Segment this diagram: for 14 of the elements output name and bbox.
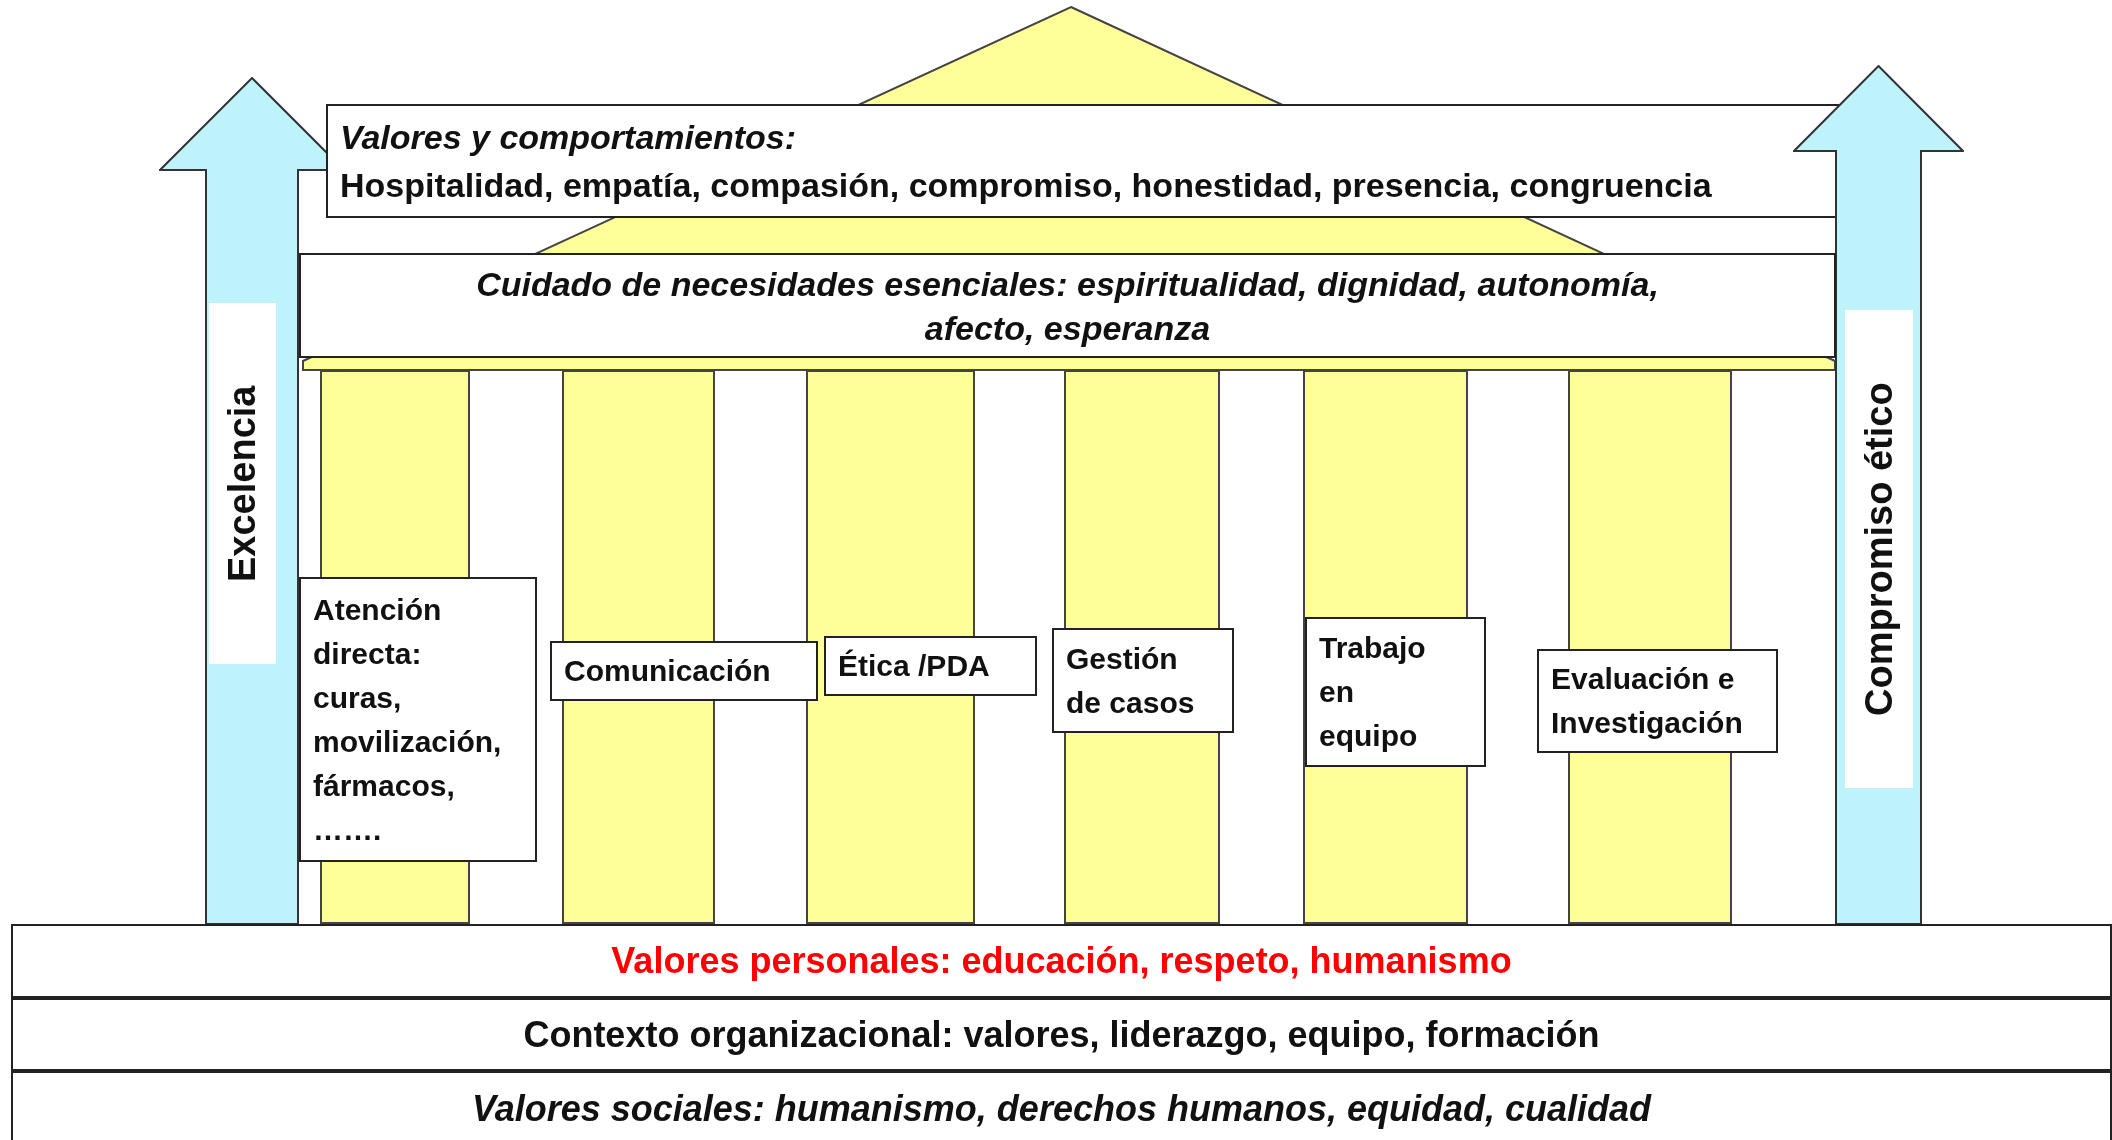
foundation-text: Valores sociales: humanismo, derechos humanos, equidad, cualidad: [472, 1087, 1651, 1131]
pillar-label-text: Trabajo en equipo: [1319, 630, 1427, 754]
pillar-label-text: Comunicación: [564, 653, 772, 689]
arrow-label: Excelencia: [209, 303, 276, 664]
foundation-text: Contexto organizacional: valores, liderazgo, equipo, formación: [523, 1013, 1600, 1057]
pillar-label-text: Atención directa: curas, movilización, fármacos, …….: [313, 591, 503, 848]
value-list-text: Hospitalidad, empatía, compasión, compromiso, honestidad, presencia, congruencia: [340, 165, 1713, 206]
pillar-label-text: Evaluación e Investigación: [1551, 661, 1744, 741]
foundation-text: Valores personales: educación, respeto, humanismo: [611, 939, 1512, 983]
heading-text: Valores y comportamientos:: [340, 117, 797, 158]
arrow-label: Compromiso ético: [1845, 310, 1913, 788]
pillar-label-text: Gestión de casos: [1066, 640, 1196, 721]
pillar-label-text: Ética /PDA: [838, 648, 991, 684]
beam-text: Cuidado de necesidades esenciales: espiritualidad, dignidad, autonomía, afecto, esperanza: [475, 263, 1660, 349]
